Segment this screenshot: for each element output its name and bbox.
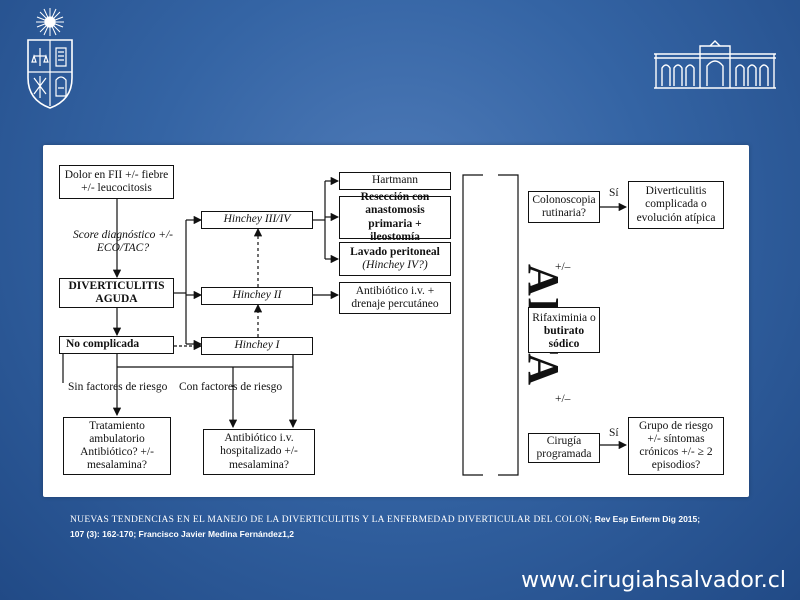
lavado-title: Lavado peritoneal	[350, 245, 440, 258]
label-plusminus-2: +/–	[555, 393, 571, 405]
box-tratamiento-ambulatorio: Tratamiento ambulatorio Antibiótico? +/-…	[63, 417, 171, 475]
box-rifaximinia: Rifaximinia o butirato sódico	[528, 307, 600, 353]
label-plusminus-1: +/–	[555, 261, 571, 273]
hospital-building-logo	[654, 40, 776, 89]
rifax-bold: butirato sódico	[543, 325, 585, 351]
box-antibiotico-drenaje: Antibiótico i.v. + drenaje percutáneo	[339, 282, 451, 314]
lavado-sub: (Hinchey IV?)	[362, 259, 428, 271]
box-no-complicada: No complicada	[59, 336, 174, 354]
label-si-2: Sí	[609, 427, 619, 439]
box-hinchey-1: Hinchey I	[201, 337, 313, 355]
diagram-panel: Dolor en FII +/- fiebre +/- leucocitosis…	[43, 145, 749, 497]
caption-title: NUEVAS TENDENCIAS EN EL MANEJO DE LA DIV…	[70, 515, 593, 525]
box-diverticulitis-aguda: DIVERTICULITIS AGUDA	[59, 278, 174, 308]
box-div-complicada: Diverticulitis complicada o evolución at…	[628, 181, 724, 229]
box-cirugia-programada: Cirugía programada	[528, 433, 600, 463]
box-reseccion: Resección con anastomosis primaria + ile…	[339, 191, 451, 243]
box-antibiotico-hospitalizado: Antibiótico i.v. hospitalizado +/- mesal…	[203, 429, 315, 475]
label-si-1: Sí	[609, 187, 619, 199]
label-con-factores: Con factores de riesgo	[179, 381, 283, 393]
label-sin-factores: Sin factores de riesgo	[68, 381, 168, 393]
box-grupo-riesgo: Grupo de riesgo +/- síntomas crónicos +/…	[628, 417, 724, 475]
box-hinchey-2: Hinchey II	[201, 287, 313, 305]
caption-citation: 2015; 107 (3): 162-170; Francisco Javier…	[70, 514, 701, 539]
label-score: Score diagnóstico +/- ECO/TAC?	[73, 229, 173, 255]
university-crest-logo	[27, 8, 73, 109]
citation-caption: NUEVAS TENDENCIAS EN EL MANEJO DE LA DIV…	[70, 512, 710, 542]
box-colonoscopia: Colonoscopia rutinaria?	[528, 191, 600, 223]
box-hartmann: Hartmann	[339, 172, 451, 190]
website-url: www.cirugiahsalvador.cl	[521, 568, 786, 593]
box-hinchey-3-4: Hinchey III/IV	[201, 211, 313, 229]
rifax-prefix: Rifaximinia o	[532, 312, 596, 324]
caption-journal: Rev Esp Enferm Dig	[594, 514, 676, 524]
box-dolor: Dolor en FII +/- fiebre +/- leucocitosis	[59, 165, 174, 199]
box-lavado-peritoneal: Lavado peritoneal (Hinchey IV?)	[339, 242, 451, 276]
diagram-connectors	[62, 174, 628, 476]
